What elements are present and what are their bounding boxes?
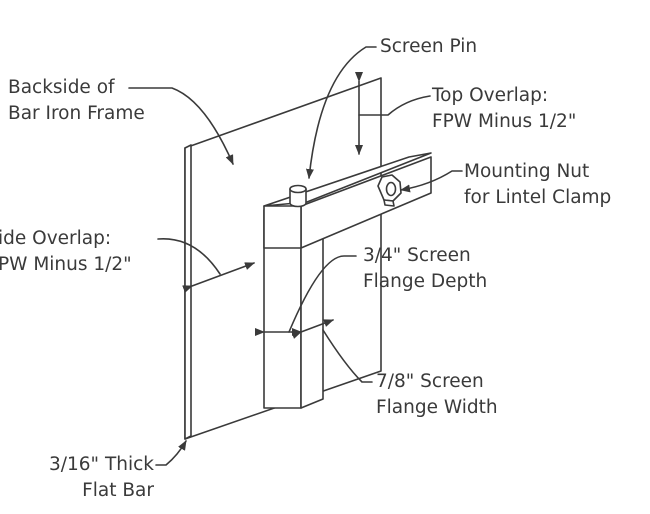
flange-width-dimension (291, 319, 373, 383)
label-side-overlap: ide Overlap: PW Minus 1/2" (0, 228, 132, 275)
mounting-nut (377, 174, 402, 207)
top-overlap-dimension (355, 72, 431, 155)
backside-leader (128, 87, 234, 165)
screen-pin-leader (305, 46, 377, 179)
label-mounting-nut: Mounting Nut for Lintel Clamp (464, 161, 612, 208)
side-overlap-dimension (157, 238, 255, 293)
vertical-flange (263, 201, 324, 409)
label-backside: Backside of Bar Iron Frame (8, 77, 145, 124)
screen-pin (289, 184, 307, 208)
label-flange-depth: 3/4" Screen Flange Depth (363, 245, 488, 292)
flat-bar-leader (155, 440, 187, 466)
label-flange-width: 7/8" Screen Flange Width (376, 371, 498, 418)
label-flat-bar: 3/16" Thick Flat Bar (49, 454, 154, 501)
label-screen-pin: Screen Pin (380, 36, 478, 57)
label-top-overlap: Top Overlap: FPW Minus 1/2" (432, 85, 577, 132)
mounting-nut-leader (400, 170, 463, 193)
